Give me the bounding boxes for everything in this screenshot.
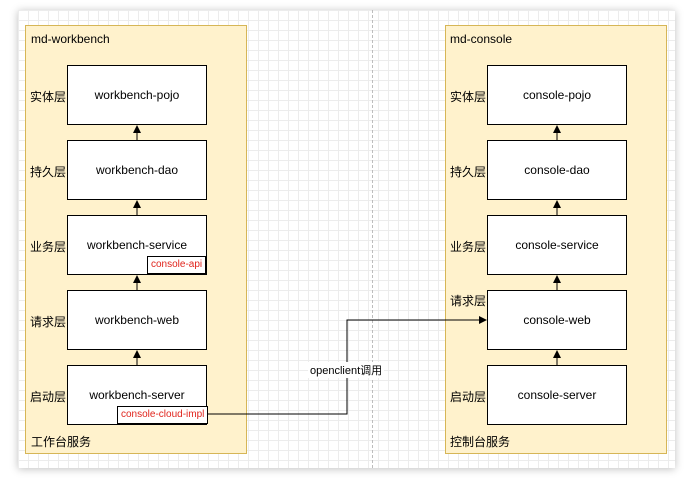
- console-group-title: md-console: [450, 32, 513, 46]
- workbench-pojo-node[interactable]: workbench-pojo: [67, 65, 207, 125]
- console-pojo-node[interactable]: console-pojo: [487, 65, 627, 125]
- console-layer-label-business: 业务层: [450, 240, 487, 254]
- openclient-call-label: openclient调用: [308, 362, 385, 378]
- console-web-node[interactable]: console-web: [487, 290, 627, 350]
- workbench-web-node[interactable]: workbench-web: [67, 290, 207, 350]
- console-layer-label-entity: 实体层: [450, 90, 487, 104]
- console-web-label: console-web: [523, 313, 591, 327]
- console-group-footer: 控制台服务: [450, 435, 511, 449]
- workbench-server-label: workbench-server: [89, 388, 185, 402]
- workbench-dao-node[interactable]: workbench-dao: [67, 140, 207, 200]
- console-layer-label-request: 请求层: [450, 294, 487, 308]
- console-server-label: console-server: [517, 388, 597, 402]
- layer-label-startup: 启动层: [30, 390, 67, 404]
- workbench-web-label: workbench-web: [94, 313, 180, 327]
- center-divider: [372, 10, 373, 468]
- layer-label-business: 业务层: [30, 240, 67, 254]
- console-dao-label: console-dao: [524, 163, 590, 177]
- console-api-tag[interactable]: console-api: [147, 256, 207, 274]
- console-service-label: console-service: [515, 238, 599, 252]
- workbench-group-title: md-workbench: [31, 32, 110, 46]
- workbench-dao-label: workbench-dao: [95, 163, 179, 177]
- layer-label-request: 请求层: [30, 315, 67, 329]
- workbench-pojo-label: workbench-pojo: [94, 88, 180, 102]
- console-dao-node[interactable]: console-dao: [487, 140, 627, 200]
- console-layer-label-startup: 启动层: [450, 390, 487, 404]
- console-server-node[interactable]: console-server: [487, 365, 627, 425]
- layer-label-entity: 实体层: [30, 90, 67, 104]
- workbench-service-label: workbench-service: [86, 238, 188, 252]
- console-service-node[interactable]: console-service: [487, 215, 627, 275]
- console-pojo-label: console-pojo: [522, 88, 592, 102]
- layer-label-persistence: 持久层: [30, 165, 67, 179]
- console-layer-label-persistence: 持久层: [450, 165, 487, 179]
- console-cloud-impl-tag[interactable]: console-cloud-impl: [117, 406, 209, 424]
- workbench-group-footer: 工作台服务: [31, 435, 92, 449]
